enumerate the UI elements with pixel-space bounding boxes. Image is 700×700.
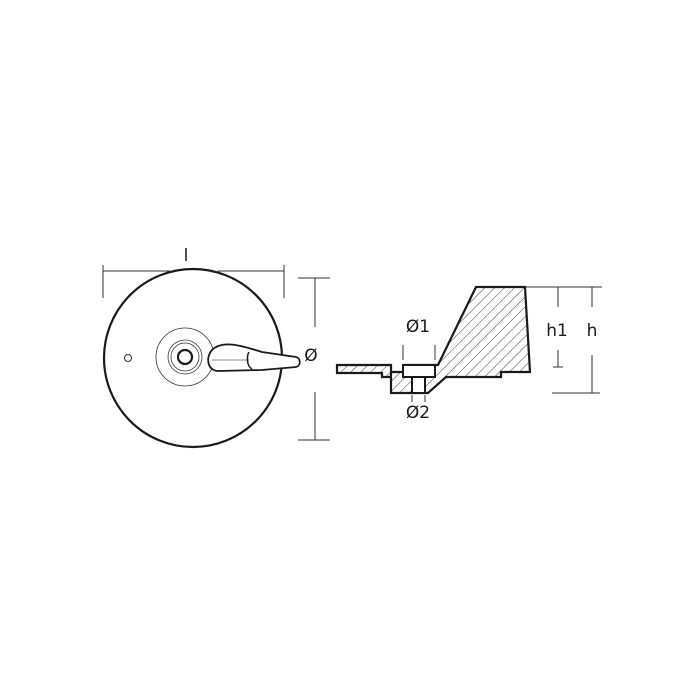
boss-inner-ring (170, 342, 200, 372)
length-label: l (184, 246, 189, 266)
fin-top-view (207, 343, 301, 372)
height-label: h (587, 321, 598, 341)
hole-pocket (402, 364, 436, 378)
diameter-dimension (298, 277, 330, 441)
hole-diameter-2-dimension (411, 395, 426, 402)
hole-diameter-1-label: Ø1 (406, 317, 430, 337)
hole-diameter-2-label: Ø2 (406, 403, 430, 423)
height-dimensions (525, 286, 602, 394)
top-view: l Ø (102, 246, 330, 449)
small-hole (124, 354, 132, 362)
length-dimension (102, 265, 285, 298)
section-view: Ø1 Ø2 h1 h (335, 285, 602, 423)
through-hole (411, 376, 426, 394)
height-1-label: h1 (546, 321, 568, 341)
diameter-label: Ø (304, 346, 317, 366)
center-hole (176, 348, 194, 366)
boss-ring (167, 339, 203, 375)
hole-diameter-1-dimension (402, 345, 436, 360)
